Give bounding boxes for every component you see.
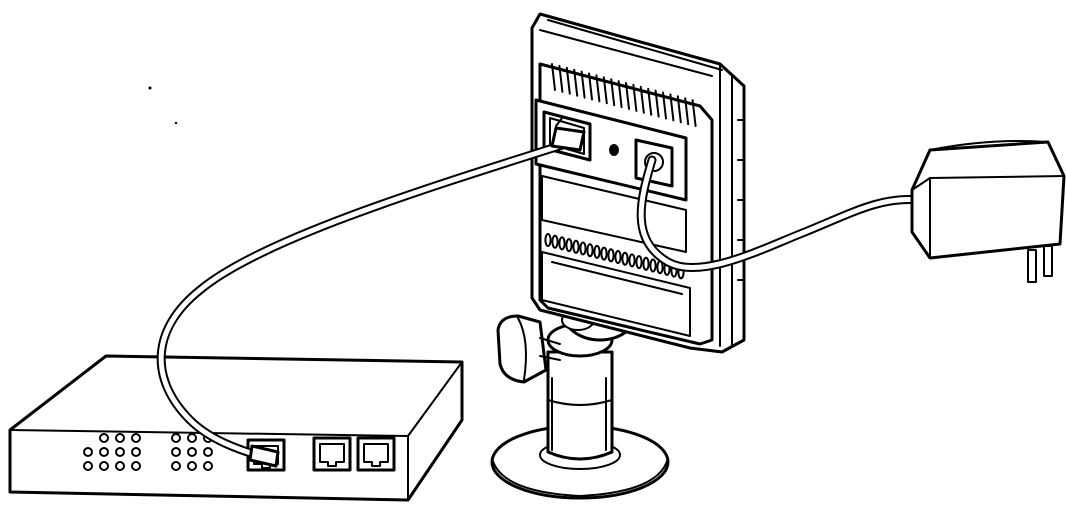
switch-port-3 — [356, 436, 396, 472]
stand-knob-screw — [539, 337, 561, 345]
stand-base-rim — [491, 457, 669, 497]
status-led — [99, 447, 109, 457]
camera-lower-panel-line — [551, 261, 683, 295]
vent-slot — [691, 99, 697, 128]
adapter-prong — [1043, 245, 1053, 277]
switch-port-2-socket — [319, 443, 345, 467]
status-led — [131, 447, 141, 457]
vent-slot — [635, 255, 643, 270]
vent-slot — [676, 95, 682, 124]
camera-top-vents — [551, 63, 697, 128]
vent-slot — [573, 68, 579, 97]
status-led — [83, 447, 93, 457]
vent-slot — [625, 82, 630, 110]
adapter-top-curve — [929, 140, 1049, 151]
status-led — [99, 461, 109, 471]
camera-top-edge — [547, 19, 723, 71]
camera-stand — [490, 278, 670, 500]
vent-slot — [610, 78, 616, 107]
camera-reset-hole — [609, 144, 619, 156]
status-led — [171, 461, 181, 471]
vent-slot — [632, 83, 638, 112]
vent-slot — [551, 234, 559, 249]
vent-slot — [642, 256, 650, 271]
status-led — [187, 433, 197, 443]
status-led — [171, 433, 181, 443]
stray-dot — [148, 86, 152, 90]
camera-side-marks — [737, 119, 743, 281]
status-led — [115, 447, 125, 457]
status-led — [203, 461, 213, 471]
vent-slot — [593, 244, 601, 259]
vent-slot — [617, 80, 623, 109]
vent-slot — [551, 63, 556, 91]
switch-body — [8, 354, 464, 502]
status-led — [187, 447, 197, 457]
status-led — [83, 461, 93, 471]
vent-slot — [565, 238, 573, 253]
vent-slot — [579, 241, 587, 256]
stray-dot — [174, 121, 178, 125]
status-led — [99, 433, 109, 443]
vent-slot — [654, 89, 660, 118]
ethernet-cable — [156, 126, 586, 468]
vent-slot — [572, 239, 580, 254]
vent-slot — [647, 87, 653, 116]
adapter-prong — [1027, 249, 1037, 283]
ethernet-plug-switch — [248, 444, 280, 468]
status-led — [115, 461, 125, 471]
camera-lan-port-inner — [549, 117, 585, 155]
vent-slot — [614, 250, 622, 264]
stand-knob-screw — [539, 355, 561, 361]
vent-slot — [580, 70, 586, 99]
vent-slot — [684, 97, 690, 126]
vent-slot — [544, 233, 552, 247]
camera-lower-panel — [541, 251, 691, 337]
vent-slot — [621, 251, 629, 266]
vent-slot — [602, 76, 608, 105]
status-led — [131, 461, 141, 471]
vent-slot — [565, 66, 571, 95]
camera-lan-port-pin — [555, 117, 563, 127]
vent-slot — [595, 74, 601, 103]
stand-knob-face — [517, 317, 527, 381]
vent-slot — [588, 72, 593, 101]
adapter-body — [910, 140, 1066, 260]
camera-power-jack-socket — [644, 152, 664, 172]
status-led — [115, 433, 125, 443]
status-led — [131, 433, 141, 443]
camera-top-edge — [539, 29, 713, 77]
vent-slot — [600, 246, 608, 261]
vent-slot — [607, 248, 615, 263]
vent-slot — [639, 85, 645, 114]
vent-slot — [558, 236, 566, 251]
ip-camera — [530, 12, 746, 354]
stand-knob — [496, 314, 548, 384]
vent-slot — [649, 258, 657, 273]
status-led — [171, 447, 181, 457]
vent-slot — [628, 253, 636, 268]
stand-column-ring — [547, 399, 613, 406]
vent-slot — [558, 64, 564, 93]
status-led — [187, 461, 197, 471]
vent-slot — [662, 91, 667, 120]
switch-port-3-socket — [363, 443, 389, 467]
status-led — [203, 447, 213, 457]
network-switch — [8, 354, 464, 502]
vent-slot — [669, 93, 675, 122]
ethernet-plug-camera — [550, 126, 586, 152]
switch-port-2 — [312, 436, 352, 472]
power-cable — [636, 155, 925, 273]
vent-slot — [586, 243, 594, 258]
power-adapter — [910, 140, 1066, 283]
